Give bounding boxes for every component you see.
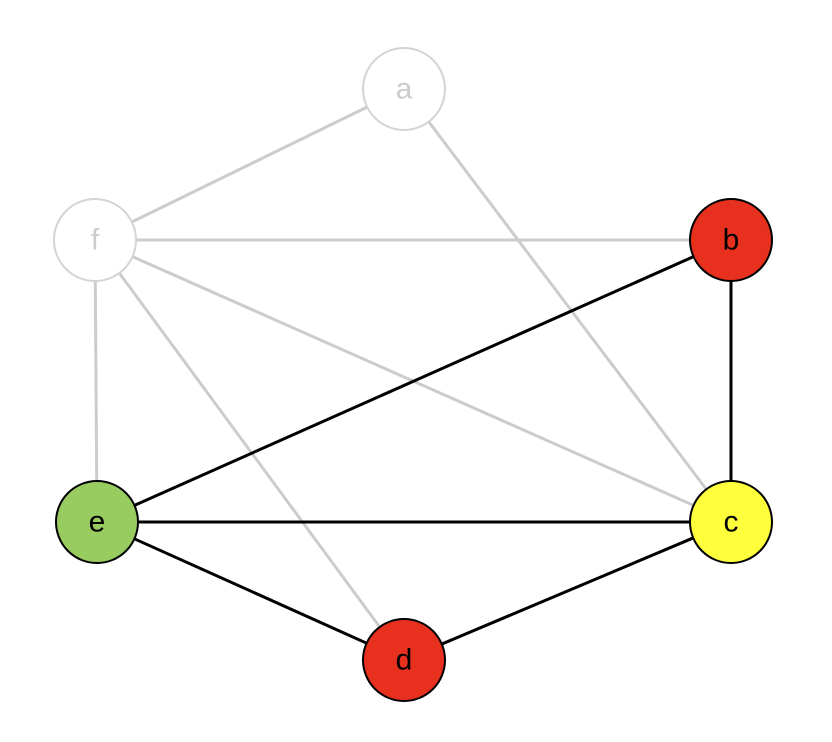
node-e-label: e bbox=[89, 506, 106, 539]
node-d: d bbox=[362, 618, 446, 702]
nodes-layer: a f b e c d bbox=[53, 47, 773, 702]
edges-layer bbox=[93, 105, 733, 646]
edge-f-d bbox=[117, 271, 382, 629]
node-f-label: f bbox=[91, 224, 100, 257]
node-e-circle bbox=[55, 480, 139, 564]
node-f-circle bbox=[53, 198, 137, 282]
node-e: e bbox=[55, 480, 139, 564]
edge-e-d bbox=[132, 537, 369, 645]
node-a-label: a bbox=[396, 73, 413, 106]
edge-a-c bbox=[427, 120, 708, 491]
node-b: b bbox=[689, 198, 773, 282]
node-d-label: d bbox=[396, 644, 413, 677]
node-b-circle bbox=[689, 198, 773, 282]
node-c-circle bbox=[689, 480, 773, 564]
node-c-label: c bbox=[724, 506, 739, 539]
node-a-circle bbox=[362, 47, 446, 131]
edge-a-f bbox=[130, 105, 369, 224]
edge-b-e bbox=[132, 255, 696, 507]
node-f: f bbox=[53, 198, 137, 282]
node-a: a bbox=[362, 47, 446, 131]
edge-c-d bbox=[440, 536, 695, 646]
edge-f-e bbox=[93, 279, 99, 483]
node-d-circle bbox=[362, 618, 446, 702]
node-c: c bbox=[689, 480, 773, 564]
node-b-label: b bbox=[723, 224, 740, 257]
